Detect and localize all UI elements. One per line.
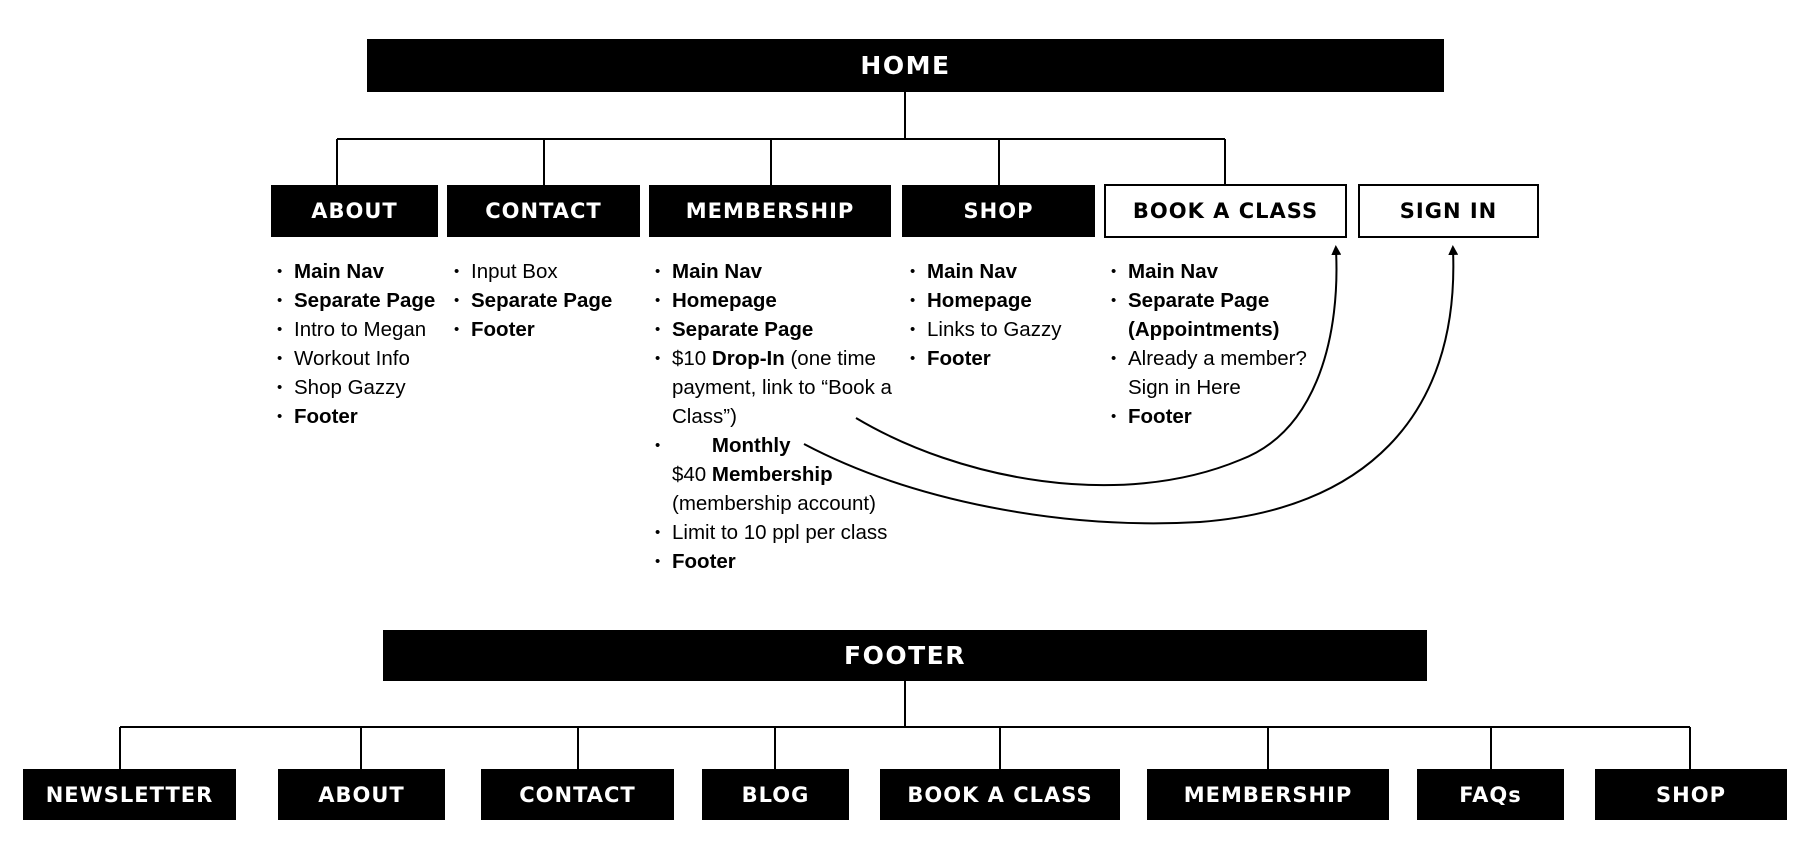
list-item: Separate Page <box>275 286 445 315</box>
dropin-to-book-arrow <box>855 245 1342 487</box>
membership-notes: Main Nav Homepage Separate Page $10 Drop… <box>653 257 893 576</box>
contact-node: CONTACT <box>447 185 640 237</box>
sign-in-node: SIGN IN <box>1358 184 1539 238</box>
list-item: Main Nav <box>275 257 445 286</box>
membership-node: MEMBERSHIP <box>649 185 891 237</box>
list-item: $10 Drop-In (one time payment, link to “… <box>653 344 893 431</box>
footer-faqs-node: FAQs <box>1417 769 1564 820</box>
shop-notes: Main Nav Homepage Links to Gazzy Footer <box>908 257 1098 373</box>
list-item: Separate Page (Appointments) <box>1109 286 1315 344</box>
footer-blog-node: BLOG <box>702 769 849 820</box>
footer-membership-node: MEMBERSHIP <box>1147 769 1389 820</box>
about-node: ABOUT <box>271 185 438 237</box>
list-item: Limit to 10 ppl per class <box>653 518 893 547</box>
list-item: Footer <box>908 344 1098 373</box>
contact-notes: Input Box Separate Page Footer <box>452 257 632 344</box>
footer-book-a-class-node: BOOK A CLASS <box>880 769 1120 820</box>
list-item: Separate Page <box>653 315 893 344</box>
list-item: Footer <box>653 547 893 576</box>
list-item: Intro to Megan <box>275 315 445 344</box>
list-item: Footer <box>452 315 632 344</box>
membership-to-signin-arrow <box>803 245 1459 525</box>
shop-node: SHOP <box>902 185 1095 237</box>
list-item: Separate Page <box>452 286 632 315</box>
list-item: Input Box <box>452 257 632 286</box>
footer-newsletter-node: NEWSLETTER <box>23 769 236 820</box>
list-item: Main Nav <box>1109 257 1315 286</box>
list-item: Homepage <box>908 286 1098 315</box>
list-item: Footer <box>275 402 445 431</box>
footer-about-node: ABOUT <box>278 769 445 820</box>
footer-node: FOOTER <box>383 630 1427 681</box>
list-item: Main Nav <box>908 257 1098 286</box>
book-a-class-notes: Main Nav Separate Page (Appointments) Al… <box>1109 257 1315 431</box>
home-node: HOME <box>367 39 1444 92</box>
list-item: Workout Info <box>275 344 445 373</box>
list-item: Main Nav <box>653 257 893 286</box>
list-item: Already a member? Sign in Here <box>1109 344 1315 402</box>
list-item: Shop Gazzy <box>275 373 445 402</box>
book-a-class-node: BOOK A CLASS <box>1104 184 1347 238</box>
list-item: Footer <box>1109 402 1315 431</box>
list-item: $40 Monthly Membership (membership accou… <box>653 431 893 518</box>
list-item: Homepage <box>653 286 893 315</box>
footer-contact-node: CONTACT <box>481 769 674 820</box>
about-notes: Main Nav Separate Page Intro to Megan Wo… <box>275 257 445 431</box>
footer-shop-node: SHOP <box>1595 769 1787 820</box>
list-item: Links to Gazzy <box>908 315 1098 344</box>
